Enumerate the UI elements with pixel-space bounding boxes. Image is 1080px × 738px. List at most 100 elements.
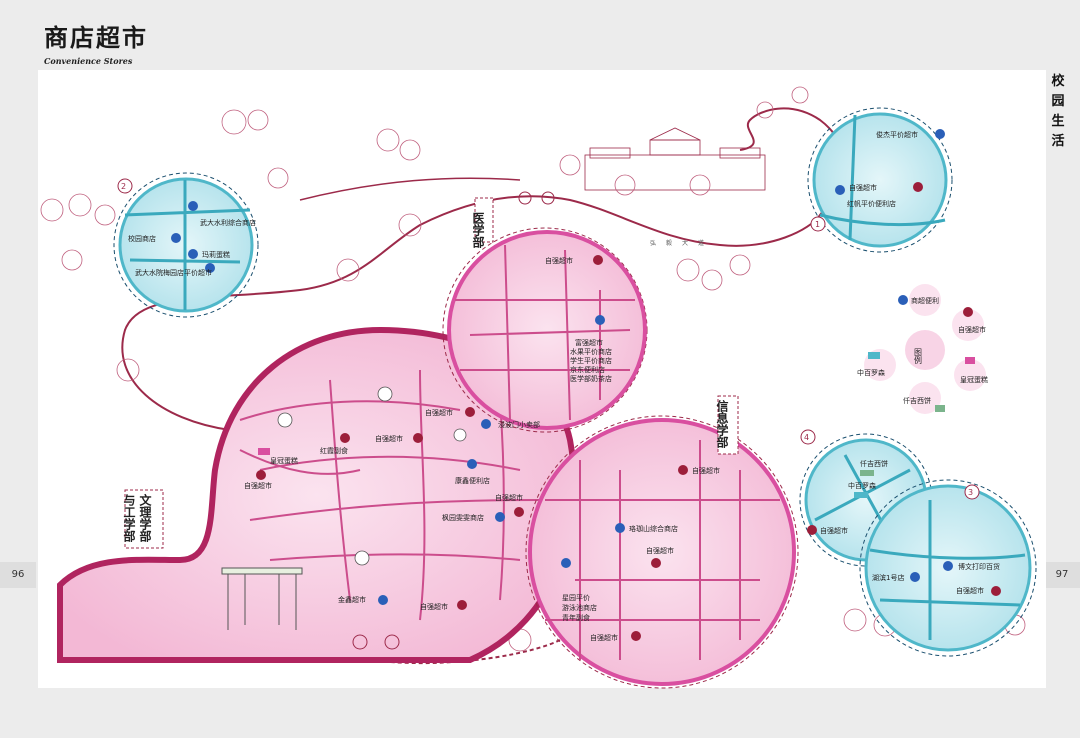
- legend-item-4: 仟吉西饼: [903, 396, 931, 405]
- zone-1-roads: [819, 114, 946, 241]
- store-icon: [835, 185, 845, 195]
- cart-icon: [514, 507, 524, 517]
- svg-text:医学部: 医学部: [471, 212, 485, 249]
- store-icon: [910, 572, 920, 582]
- store-icon: [467, 459, 477, 469]
- zone-2-number: 2: [121, 182, 126, 191]
- zone-1-outline: [807, 107, 953, 253]
- zone-4-number: 4: [804, 433, 809, 442]
- store-label: 中百罗森: [848, 481, 876, 490]
- store-label: 浸波门小卖部: [498, 420, 540, 429]
- zone-1-circle: [812, 112, 948, 248]
- page-title: 商店超市: [44, 23, 148, 52]
- store-label: 自强超市: [692, 466, 720, 475]
- store-icon: [205, 263, 215, 273]
- store-label: 自强超市: [425, 408, 453, 417]
- cart-icon: [913, 182, 923, 192]
- store-icon: [943, 561, 953, 571]
- zone-1-number: 1: [815, 220, 820, 229]
- store-label: 自强超市: [820, 526, 848, 535]
- store-label: 水果平价商店: [570, 347, 612, 356]
- store-label: 康鑫便利店: [455, 476, 490, 485]
- legend-center-bg: [905, 330, 945, 370]
- store-label: 玛莉蛋糕: [202, 250, 230, 259]
- store-label: 自强超市: [375, 434, 403, 443]
- dept-label-info: 信息学部: [715, 395, 739, 455]
- svg-text:文理学部: 文理学部: [138, 493, 152, 543]
- side-title: 校园生活: [1051, 74, 1065, 149]
- store-icon: [481, 419, 491, 429]
- legend-bakery-icon: [935, 405, 945, 412]
- dept-label-arts: 文理学部 与工学部: [122, 489, 164, 549]
- store-label: 红霞副食: [320, 446, 348, 455]
- store-label: 金鑫超市: [338, 595, 366, 604]
- store-label: 游泳池商店: [562, 603, 597, 612]
- store-icon: [595, 315, 605, 325]
- store-label: 自强超市: [495, 493, 523, 502]
- info-zone-roads: [545, 440, 780, 660]
- store-label: 自强超市: [646, 546, 674, 555]
- medical-zone-roads: [455, 244, 635, 421]
- cart-icon: [631, 631, 641, 641]
- campus-buildings-illustration: [584, 127, 766, 191]
- zone-1-marker: [810, 216, 826, 232]
- arts-stores: 自强超市 自强超市 浸波门小卖部 红霞副食 皇冠蛋糕 自强超市 康鑫便利店 自强…: [244, 407, 540, 611]
- store-label: 仟吉西饼: [860, 459, 888, 468]
- page-subtitle: Convenience Stores: [44, 56, 133, 66]
- store-label: 学生平价商店: [570, 356, 612, 365]
- legend-title: 图例: [914, 348, 923, 365]
- store-label: 湖滨1号店: [872, 573, 904, 582]
- legend-item-1: 商超便利: [911, 296, 939, 305]
- cake-icon: [258, 448, 270, 455]
- zone-2-marker: [117, 178, 133, 194]
- medical-stores: 自强超市 富强超市 水果平价商店 学生平价商店 京东便利店 医学部奶茶店: [545, 255, 612, 383]
- store-label: 自强超市: [590, 633, 618, 642]
- zone-1-stores: 俊杰平价超市 自强超市 红帆平价便利店: [835, 129, 945, 208]
- road-label-hongyi: 弘毅大道: [650, 239, 714, 247]
- cart-icon: [991, 586, 1001, 596]
- legend-item-5: 中百罗森: [857, 368, 885, 377]
- legend-cart-icon: [963, 307, 973, 317]
- medical-zone-circle: [447, 230, 647, 430]
- cart-icon: [457, 600, 467, 610]
- legend-store-icon: [898, 295, 908, 305]
- store-label: 自强超市: [849, 183, 877, 192]
- arts-zone-roads: [239, 369, 541, 621]
- store-label: 武大水院梅园店平价超市: [135, 268, 212, 277]
- winding-road-upper: [299, 177, 521, 201]
- store-label: 自强超市: [545, 256, 573, 265]
- info-zone-outline: [525, 415, 799, 689]
- store-icon: [935, 129, 945, 139]
- store-label: 京东便利店: [570, 365, 605, 374]
- bicycle-doodle: [352, 191, 555, 650]
- zone-3-roads: [869, 500, 1026, 640]
- cart-icon: [651, 558, 661, 568]
- dept-label-medical: 医学部: [471, 197, 494, 249]
- store-label: 自强超市: [956, 586, 984, 595]
- info-zone-circle: [528, 418, 796, 686]
- store-label: 星园平价: [562, 594, 590, 602]
- zone-2-stores: 校园商店 武大水利综合商店 玛莉蛋糕 武大水院梅园店平价超市: [128, 201, 256, 277]
- info-stores: 自强超市 珞珈山综合商店 自强超市 星园平价 游泳池商店 青年副食 自强超市: [561, 465, 720, 642]
- zone-4-stores: 仟吉西饼 中百罗森 自强超市: [807, 459, 888, 535]
- store-icon: [171, 233, 181, 243]
- store-label: 自强超市: [420, 602, 448, 611]
- campus-gate-illustration: [221, 567, 303, 630]
- winding-road: [121, 107, 845, 431]
- cart-icon: [413, 433, 423, 443]
- store-label: 校园商店: [128, 234, 156, 243]
- store-label: 医学部奶茶店: [570, 374, 612, 383]
- zone-3-number: 3: [968, 488, 973, 497]
- store-icon: [188, 201, 198, 211]
- store-icon: [561, 558, 571, 568]
- cart-icon: [465, 407, 475, 417]
- zone-2-roads: [124, 180, 251, 310]
- store-label: 珞珈山综合商店: [629, 524, 678, 533]
- bakery-icon: [860, 470, 874, 476]
- zone-4-marker: [800, 429, 816, 445]
- zone-3-stores: 博文打印百货 湖滨1号店 自强超市: [872, 561, 1001, 596]
- store-label: 红帆平价便利店: [847, 199, 896, 208]
- store-label: 青年副食: [562, 613, 590, 622]
